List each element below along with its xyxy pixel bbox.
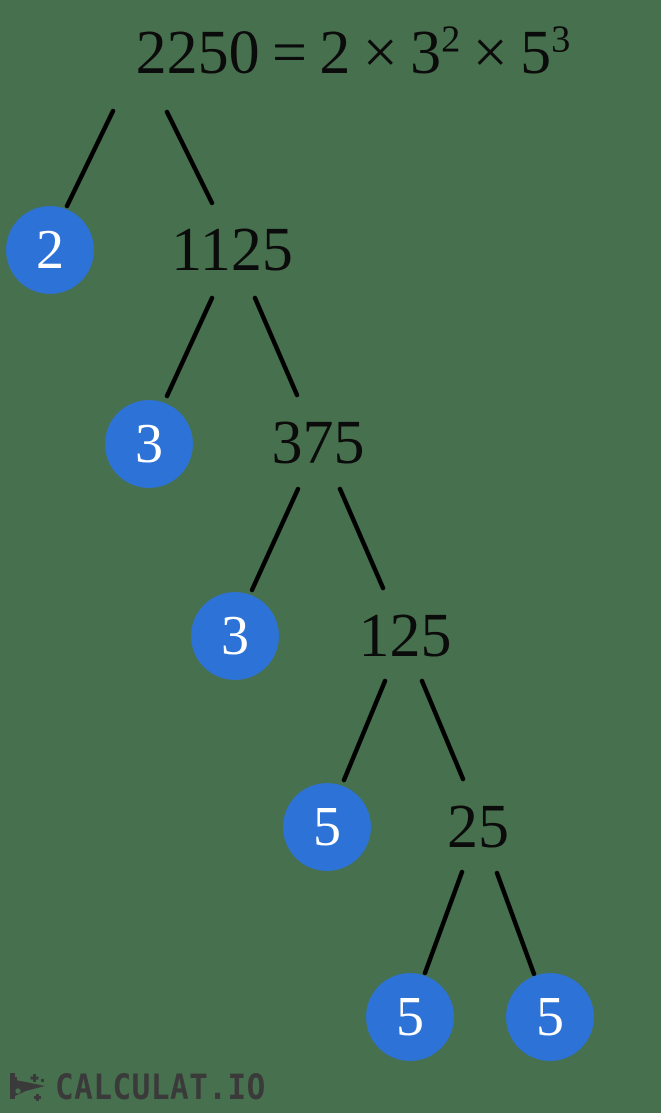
tree-edge <box>341 678 388 783</box>
equation-number: 2250 <box>135 19 260 87</box>
prime-node-value: 5 <box>313 796 341 858</box>
tree-edge <box>164 295 215 399</box>
tree-edge <box>252 295 300 398</box>
times-icon: × <box>362 19 398 87</box>
prime-node-value: 3 <box>221 605 249 667</box>
prime-node: 5 <box>366 973 454 1061</box>
factor-three-base: 3 <box>410 19 442 87</box>
tree-edge <box>494 870 537 977</box>
equals-sign: = <box>272 19 308 87</box>
times-icon: × <box>472 19 508 87</box>
factor-five-base: 5 <box>520 19 552 87</box>
composite-node: 375 <box>272 412 365 474</box>
tree-edge <box>422 869 465 976</box>
prime-node: 2 <box>6 206 94 294</box>
factor-five-exponent: 3 <box>551 18 571 61</box>
tree-edge <box>249 486 301 593</box>
factor-two: 2 <box>319 19 351 87</box>
logo-text: CALCULAT.IO <box>55 1067 266 1108</box>
prime-node: 5 <box>283 783 371 871</box>
tree-edge <box>337 486 386 591</box>
prime-node-value: 2 <box>36 219 64 281</box>
prime-node-value: 3 <box>135 413 163 475</box>
composite-node-value: 125 <box>358 602 452 670</box>
composite-node-value: 1125 <box>171 216 293 284</box>
tree-edge <box>164 109 215 206</box>
composite-node-value: 25 <box>447 793 509 861</box>
prime-node-value: 5 <box>536 986 564 1048</box>
prime-node: 5 <box>506 973 594 1061</box>
prime-node: 3 <box>191 592 279 680</box>
composite-node: 25 <box>447 796 509 858</box>
composite-node: 1125 <box>171 219 293 281</box>
logo: CALCULAT.IO <box>8 1069 266 1107</box>
equation-title: 2250=2×32×53 <box>136 20 571 87</box>
rocket-icon <box>10 1073 45 1101</box>
composite-node: 125 <box>359 605 452 667</box>
tree-edge <box>64 108 116 209</box>
composite-node-value: 375 <box>271 409 365 477</box>
prime-node-value: 5 <box>396 986 424 1048</box>
factor-three-exponent: 2 <box>441 18 461 61</box>
prime-node: 3 <box>105 400 193 488</box>
tree-edge <box>419 678 466 782</box>
